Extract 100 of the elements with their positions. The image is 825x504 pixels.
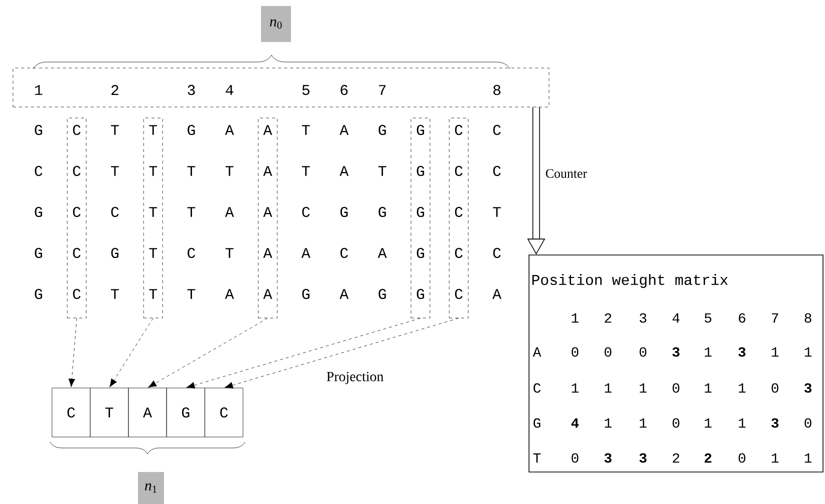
table-cell: 0 (804, 418, 812, 428)
base-letter: A (225, 125, 234, 135)
base-letter: G (188, 124, 195, 136)
base-letter: T (149, 289, 158, 299)
base-letter: T (187, 207, 196, 217)
base-letter: G (34, 206, 42, 218)
table-cell: 0 (738, 453, 746, 463)
base-letter: A (492, 289, 502, 299)
position-number: 2 (111, 85, 118, 95)
base-letter: C (73, 288, 81, 300)
base-letter: C (34, 166, 42, 176)
table-cell: 0 (672, 383, 680, 393)
base-letter: G (416, 166, 424, 176)
base-letter: G (34, 124, 42, 136)
position-number: 3 (188, 84, 195, 96)
base-letter: T (492, 207, 501, 217)
table-cell: 0 (604, 347, 612, 357)
base-letter: T (110, 166, 119, 176)
table-cell: G (534, 418, 540, 428)
table-cell: 3 (639, 453, 646, 463)
base-letter: G (416, 248, 424, 258)
table-cell: 1 (704, 418, 712, 428)
base-letter: T (149, 166, 158, 176)
column-box (143, 118, 163, 318)
table-cell: 1 (804, 453, 812, 463)
base-letter: T (187, 166, 196, 176)
motif-cell: T (90, 388, 129, 438)
base-letter: T (226, 166, 234, 176)
position-number: 6 (340, 84, 348, 96)
position-number: 4 (226, 85, 234, 95)
base-letter: A (225, 207, 234, 217)
base-letter: T (187, 289, 196, 299)
table-cell: 5 (704, 313, 712, 323)
base-letter: G (302, 288, 310, 300)
base-letter: T (302, 166, 310, 176)
table-cell: 4 (672, 313, 680, 323)
table-cell: 1 (572, 313, 579, 323)
base-letter: T (378, 166, 386, 176)
base-letter: C (455, 124, 463, 136)
table-cell: 1 (738, 418, 746, 428)
base-letter: C (493, 124, 501, 136)
table-cell: 1 (772, 347, 779, 357)
base-letter: G (416, 124, 424, 136)
table-cell: 3 (604, 453, 612, 463)
motif-cell: C (204, 388, 244, 438)
column-box (410, 118, 430, 318)
position-number: 8 (493, 84, 500, 96)
base-letter: A (340, 289, 349, 299)
base-letter: G (378, 288, 386, 300)
table-cell: 8 (804, 313, 812, 323)
base-letter: G (34, 248, 42, 258)
base-letter: G (416, 206, 424, 218)
table-cell: 0 (772, 383, 778, 393)
base-letter: A (263, 166, 272, 176)
arrow (110, 318, 154, 388)
table-cell: 1 (640, 383, 647, 393)
table-cell: 3 (640, 313, 646, 323)
table-cell: 1 (604, 383, 612, 393)
arrow (186, 318, 421, 388)
column-box (258, 118, 278, 318)
base-letter: T (149, 125, 158, 135)
base-letter: C (455, 248, 463, 258)
table-cell: 0 (572, 453, 578, 463)
base-letter: A (301, 248, 310, 258)
base-letter: C (455, 206, 463, 218)
table-cell: 3 (771, 418, 778, 428)
base-letter: C (73, 248, 81, 258)
table-cell: 1 (704, 383, 712, 393)
base-letter: T (110, 289, 119, 299)
table-cell: 1 (738, 383, 746, 393)
base-letter: A (263, 207, 272, 217)
table-cell: 3 (672, 347, 680, 357)
table-cell: 7 (772, 313, 778, 323)
base-letter: C (111, 206, 119, 218)
base-letter: C (73, 166, 81, 176)
base-letter: A (340, 125, 349, 135)
arrow (224, 318, 459, 388)
motif-cell: A (128, 388, 167, 438)
position-number: 7 (378, 85, 386, 95)
base-letter: A (263, 248, 272, 258)
table-cell: 3 (738, 347, 746, 357)
base-letter: A (263, 125, 272, 135)
base-letter: T (110, 125, 119, 135)
position-number: 5 (302, 85, 310, 95)
base-letter: C (493, 166, 501, 176)
position-box (12, 68, 550, 108)
table-cell: 0 (640, 347, 646, 357)
edge-label: Counter (544, 168, 588, 179)
arrow (68, 318, 77, 388)
base-letter: G (378, 206, 386, 218)
table-cell: 0 (572, 347, 578, 357)
variable-tag: n$_{1}$ (138, 472, 164, 504)
base-letter: C (455, 288, 463, 300)
table-cell: 1 (704, 347, 712, 357)
base-letter: C (188, 248, 196, 258)
position-number: 1 (35, 85, 42, 95)
table-cell: 4 (571, 418, 579, 428)
table-cell: 0 (672, 418, 680, 428)
base-letter: A (378, 248, 387, 258)
base-letter: T (302, 125, 310, 135)
